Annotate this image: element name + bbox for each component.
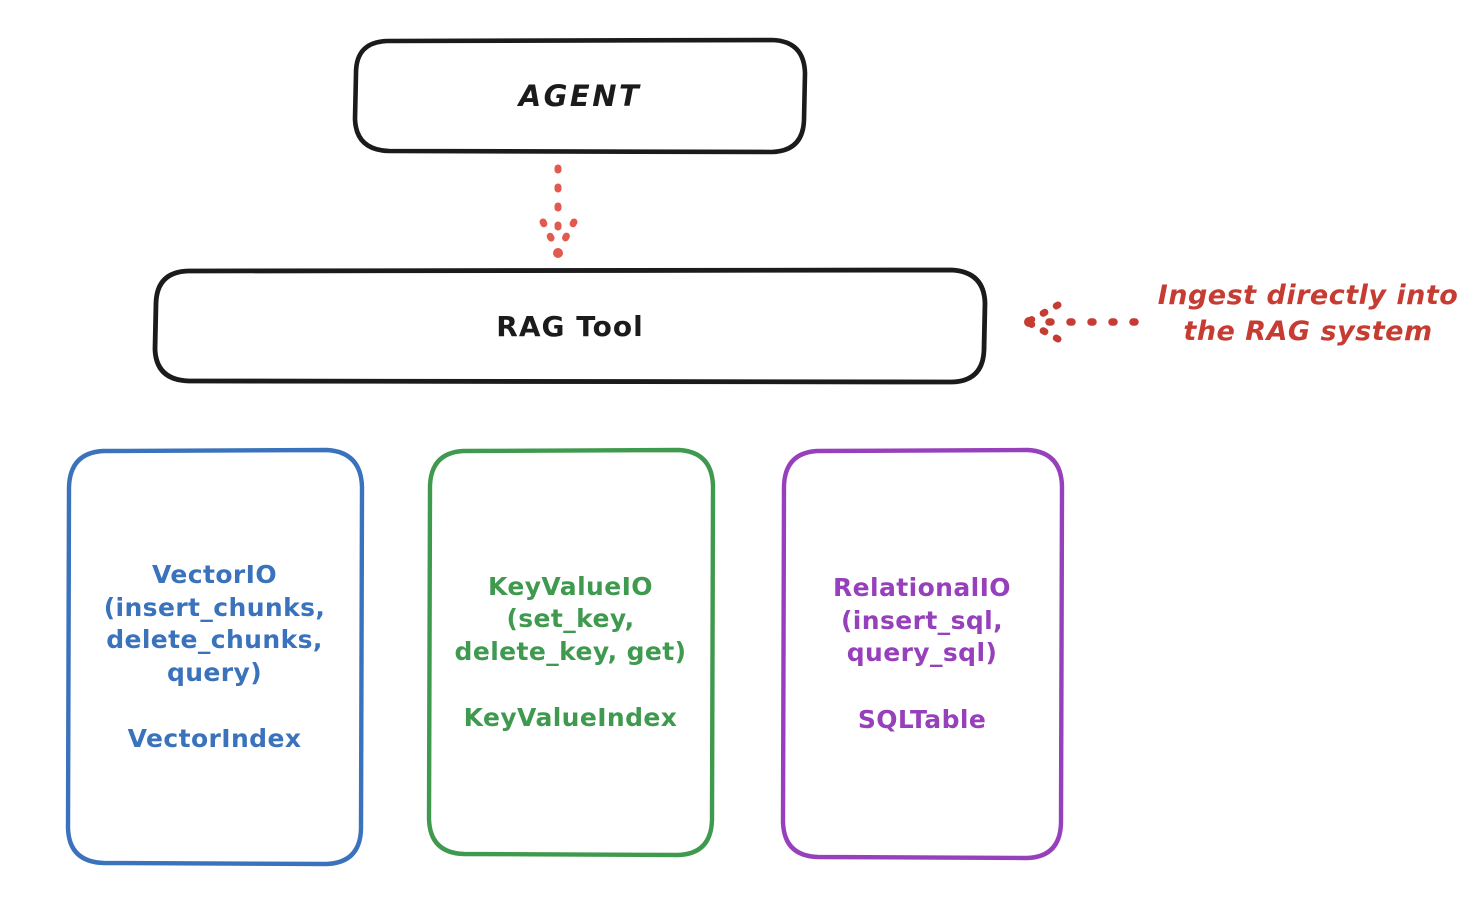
relational-store-box-outline[interactable] (780, 447, 1065, 861)
rag-tool-box-outline[interactable] (152, 267, 988, 385)
agent-to-rag-connector (539, 164, 578, 258)
agent-box-outline[interactable] (352, 37, 808, 155)
ingest-arrow-connector (1024, 301, 1139, 343)
keyvalue-store-box-outline[interactable] (426, 447, 716, 858)
vector-store-box-outline[interactable] (65, 447, 365, 867)
